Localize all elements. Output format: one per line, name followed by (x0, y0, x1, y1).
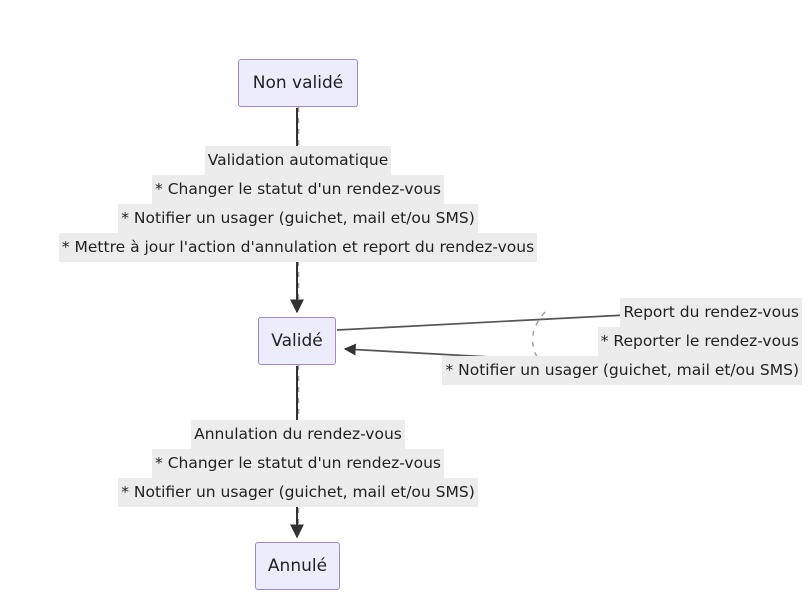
state-node-label: Annulé (267, 555, 328, 576)
edge-label-report-du-rendez-vous: Report du rendez-vous * Reporter le rend… (442, 298, 802, 385)
edge-label-line: * Notifier un usager (guichet, mail et/o… (442, 356, 802, 385)
state-node-label: Validé (271, 330, 323, 351)
state-node-annule[interactable]: Annulé (255, 542, 340, 590)
edge-label-annulation-du-rendez-vous: Annulation du rendez-vous * Changer le s… (118, 420, 478, 507)
edge-label-line: * Notifier un usager (guichet, mail et/o… (118, 478, 478, 507)
edge-label-line: Report du rendez-vous (620, 298, 802, 327)
state-node-label: Non validé (252, 72, 344, 93)
edge-label-line: * Changer le statut d'un rendez-vous (152, 175, 444, 204)
edge-label-line: * Mettre à jour l'action d'annulation et… (58, 233, 538, 262)
edge-label-line: * Notifier un usager (guichet, mail et/o… (118, 204, 478, 233)
edge-label-line: Annulation du rendez-vous (191, 420, 405, 449)
edge-label-line: * Reporter le rendez-vous (597, 327, 802, 356)
edge-label-validation-automatique: Validation automatique * Changer le stat… (58, 146, 538, 262)
state-node-non-valide[interactable]: Non validé (238, 59, 358, 107)
state-node-valide[interactable]: Validé (258, 317, 336, 365)
edge-label-line: Validation automatique (204, 146, 392, 175)
edge-label-line: * Changer le statut d'un rendez-vous (152, 449, 444, 478)
